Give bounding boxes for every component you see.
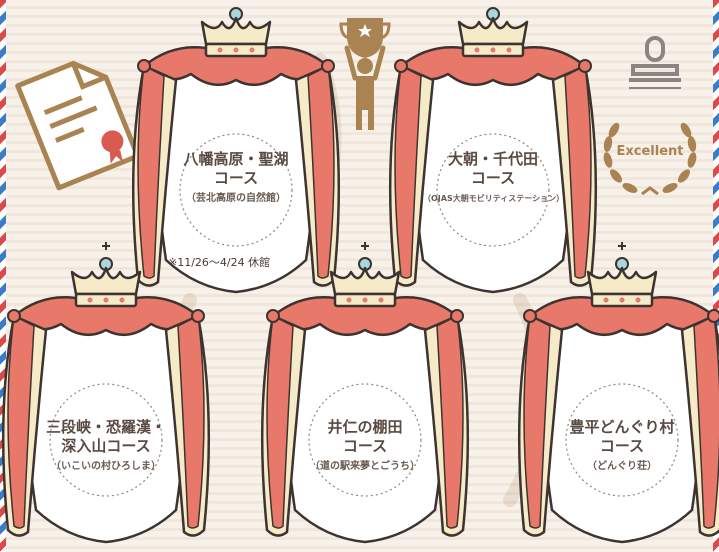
course-frame-1	[131, 0, 341, 294]
badge-text: Excellent	[616, 144, 684, 159]
course-label-4[interactable]: 井仁の棚田 コース （道の駅来夢とごうち）	[295, 418, 435, 475]
course-label-5[interactable]: 豊平どんぐり村 コース （どんぐり荘）	[552, 418, 692, 475]
course-title-line: 八幡高原・聖湖	[183, 150, 289, 168]
course-frame-5	[517, 240, 719, 544]
course-title-line: 豊平どんぐり村	[569, 418, 675, 436]
course-subtitle: （いこいの村ひろしま）	[51, 461, 161, 472]
course-subtitle: （芸北高原の自然館）	[186, 193, 286, 204]
airmail-border-right	[713, 0, 719, 552]
course-label-2[interactable]: 大朝・千代田 コース （OJAS大朝モビリティステーション）	[423, 150, 565, 207]
course-subtitle: （道の駅来夢とごうち）	[310, 461, 420, 472]
course-title-line: 大朝・千代田	[447, 150, 538, 168]
course-title-line: コース	[213, 169, 259, 187]
course-frame-3	[1, 240, 211, 544]
trophy-icon	[339, 18, 391, 130]
laurel-wreath-icon	[603, 122, 697, 196]
course-title-line: コース	[342, 437, 388, 455]
closure-note: ※11/26～4/24 休館	[168, 256, 271, 269]
course-label-3[interactable]: 三段峡・恐羅漢・ 深入山コース （いこいの村ひろしま）	[36, 418, 176, 475]
certificate-icon	[15, 60, 141, 191]
course-title-line: 深入山コース	[61, 437, 151, 455]
course-frame-4	[260, 240, 470, 544]
course-title-line: 三段峡・恐羅漢・	[45, 418, 166, 436]
course-subtitle: （OJAS大朝モビリティステーション）	[423, 194, 565, 203]
course-title-line: 井仁の棚田	[327, 418, 403, 436]
course-label-1[interactable]: 八幡高原・聖湖 コース （芸北高原の自然館）	[166, 150, 306, 207]
course-subtitle: （どんぐり荘）	[587, 461, 657, 472]
course-title-line: コース	[599, 437, 645, 455]
course-title-line: コース	[470, 169, 516, 187]
course-frame-2	[388, 0, 598, 294]
airmail-border-left	[0, 0, 6, 552]
stamp-icon	[629, 36, 681, 89]
